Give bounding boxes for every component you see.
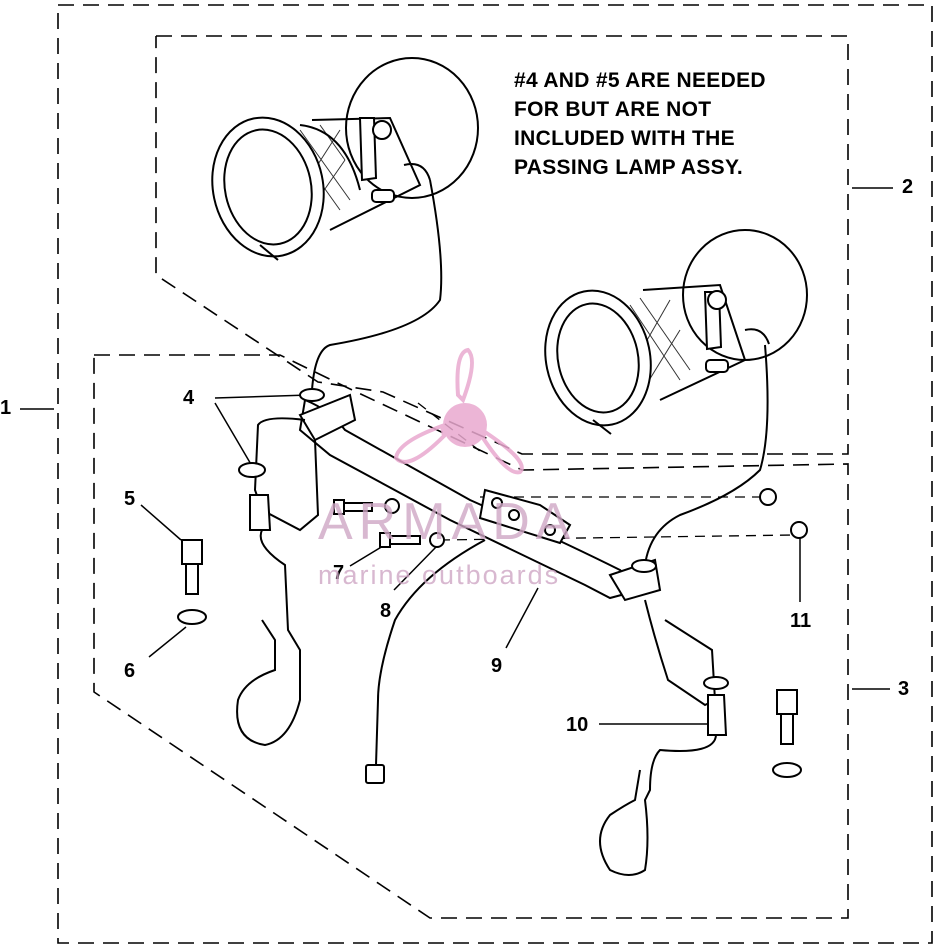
main-lead-wire	[365, 539, 486, 784]
watermark-tagline: marine outboards	[318, 560, 561, 590]
note-line: PASSING LAMP ASSY.	[514, 156, 744, 179]
note-line: FOR BUT ARE NOT	[514, 98, 712, 121]
callout-2: 2	[902, 176, 914, 198]
callout-3: 3	[898, 678, 910, 700]
passing-lamp-right	[544, 229, 808, 566]
callout-11: 11	[790, 610, 812, 632]
wiring-harness-left	[236, 388, 325, 747]
group-1-boundary	[57, 4, 933, 944]
callout-6: 6	[124, 660, 136, 682]
assembly-note: #4 AND #5 ARE NEEDED FOR BUT ARE NOT INC…	[514, 66, 824, 182]
armada-logo-icon	[393, 347, 524, 475]
group-3-boundary	[93, 354, 849, 919]
callout-1: 1	[0, 397, 12, 419]
callout-10: 10	[566, 714, 589, 736]
callout-5: 5	[124, 488, 136, 510]
callout-4: 4	[183, 387, 195, 409]
fasteners	[177, 488, 808, 778]
callout-9: 9	[491, 655, 503, 677]
watermark-brand: ARMADA	[318, 493, 577, 551]
callout-8: 8	[380, 600, 392, 622]
note-line: INCLUDED WITH THE	[514, 127, 735, 150]
passing-lamp-left	[211, 57, 479, 391]
wiring-harness-right	[599, 559, 729, 876]
callout-7: 7	[333, 562, 345, 584]
note-line: #4 AND #5 ARE NEEDED	[514, 69, 766, 92]
